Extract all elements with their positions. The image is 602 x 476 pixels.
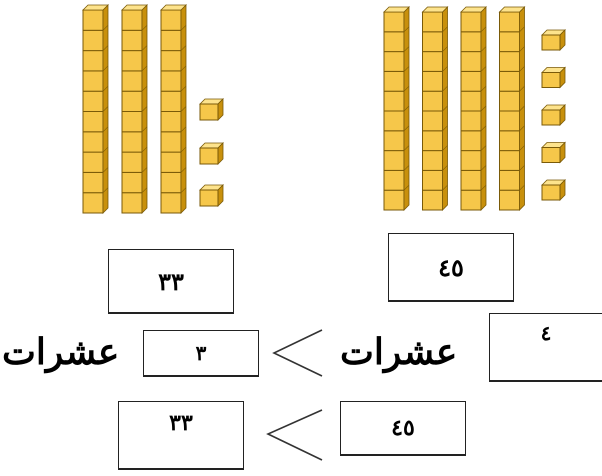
tens-rod bbox=[121, 4, 148, 214]
right-tens-value: ٤ bbox=[540, 321, 552, 345]
unit-cube bbox=[541, 29, 566, 51]
tens-rod bbox=[160, 4, 187, 214]
tens-rod bbox=[460, 6, 487, 211]
left-tens-value: ٣ bbox=[195, 341, 207, 365]
right-tens-word: عشرات bbox=[340, 331, 458, 373]
unit-cube bbox=[199, 184, 224, 207]
unit-cube bbox=[541, 141, 566, 164]
left-compare-box[interactable]: ٣٣ bbox=[118, 401, 244, 470]
right-number-box[interactable]: ٤٥ bbox=[388, 233, 514, 302]
left-number-box[interactable]: ٣٣ bbox=[108, 249, 234, 314]
right-tens-box[interactable]: ٤ bbox=[489, 313, 602, 382]
left-tens-word: عشرات bbox=[2, 331, 120, 373]
unit-cube bbox=[199, 142, 224, 165]
right-blocks-illustration bbox=[383, 6, 566, 211]
tens-rod bbox=[383, 6, 410, 211]
left-blocks-illustration bbox=[82, 4, 224, 214]
unit-cube bbox=[541, 66, 566, 89]
less-than-symbol bbox=[272, 329, 323, 377]
tens-rod bbox=[421, 6, 449, 211]
less-than-symbol bbox=[266, 409, 323, 461]
left-number-value: ٣٣ bbox=[158, 266, 184, 296]
left-tens-box[interactable]: ٣ bbox=[143, 330, 259, 377]
right-compare-box[interactable]: ٤٥ bbox=[340, 401, 466, 456]
unit-cube bbox=[199, 98, 224, 121]
right-number-value: ٤٥ bbox=[438, 252, 464, 282]
tens-rod bbox=[498, 6, 526, 211]
tens-rod bbox=[82, 4, 109, 214]
unit-cube bbox=[541, 179, 566, 201]
right-compare-value: ٤٥ bbox=[391, 415, 415, 441]
left-compare-value: ٣٣ bbox=[169, 410, 193, 436]
unit-cube bbox=[541, 104, 566, 126]
